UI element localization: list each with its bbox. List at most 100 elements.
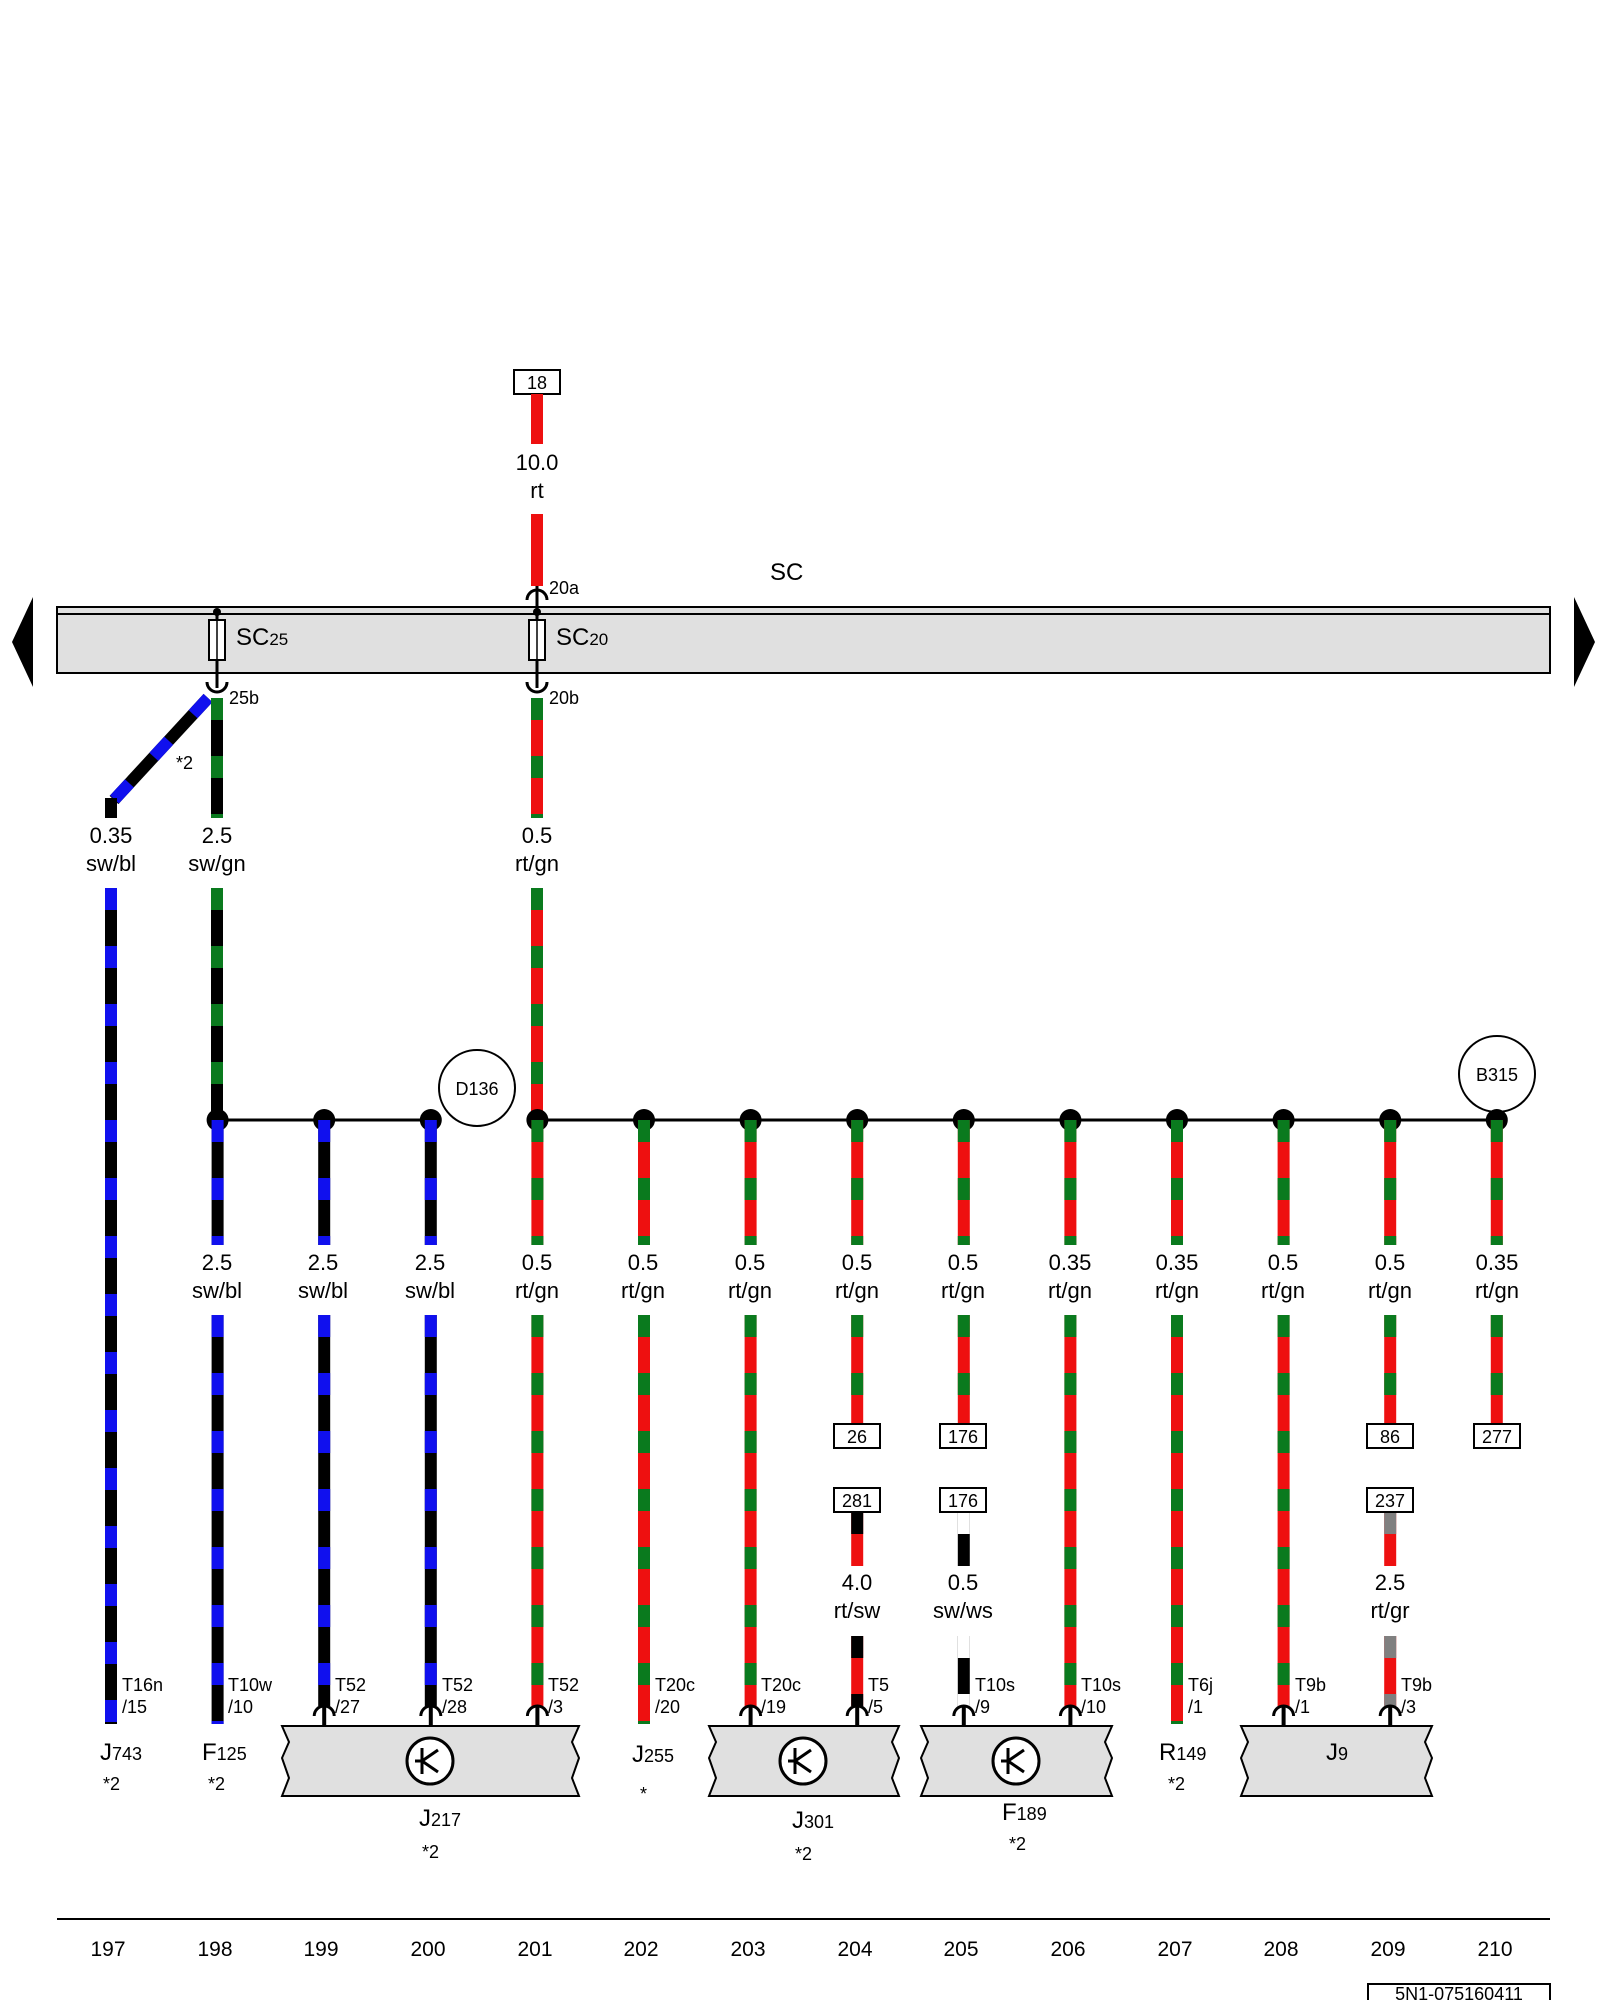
lower-wire-labels: 2.5 sw/bl 2.5 sw/bl 2.5 sw/bl 0.5 rt/gn … bbox=[192, 1250, 1519, 1303]
wire-204-extra-color: rt/sw bbox=[834, 1598, 881, 1623]
track-202: 202 bbox=[623, 1938, 658, 1961]
j217-number: 217 bbox=[431, 1810, 461, 1830]
j301-note: *2 bbox=[795, 1844, 812, 1864]
connector-labels: T16n /15 T10w /10 T52 /27 T52 /28 T52 /3… bbox=[122, 1675, 1432, 1717]
j301-number: 301 bbox=[804, 1812, 834, 1832]
conn-199-pin: /27 bbox=[335, 1697, 360, 1717]
track-209: 209 bbox=[1370, 1938, 1405, 1961]
conn-208-name: T9b bbox=[1295, 1675, 1326, 1695]
svg-text:SC25: SC25 bbox=[236, 624, 288, 651]
wire-197-size: 0.35 bbox=[90, 823, 133, 848]
wire-208-size: 0.5 bbox=[1268, 1250, 1299, 1275]
wire-203-color: rt/gn bbox=[728, 1278, 772, 1303]
wire-205-extra-color: sw/ws bbox=[933, 1598, 993, 1623]
wire-198-size: 2.5 bbox=[202, 1250, 233, 1275]
ref-237-label: 237 bbox=[1375, 1491, 1405, 1511]
f189-number: 189 bbox=[1017, 1804, 1047, 1824]
wire-198-upper-size: 2.5 bbox=[202, 823, 233, 848]
f125-note: *2 bbox=[208, 1774, 225, 1794]
svg-text:J9: J9 bbox=[1326, 1739, 1348, 1766]
wire-203-size: 0.5 bbox=[735, 1250, 766, 1275]
wire-197-note: *2 bbox=[176, 753, 193, 773]
track-206: 206 bbox=[1050, 1938, 1085, 1961]
j217-name: J bbox=[419, 1805, 431, 1832]
ref-box-237 bbox=[1366, 1487, 1414, 1513]
conn-202-pin: /20 bbox=[655, 1697, 680, 1717]
conn-208-pin: /1 bbox=[1295, 1697, 1310, 1717]
track-198: 198 bbox=[197, 1938, 232, 1961]
fuse-carrier-sc: SC bbox=[12, 559, 1595, 687]
conn-206-pin: /10 bbox=[1081, 1697, 1106, 1717]
track-208: 208 bbox=[1263, 1938, 1298, 1961]
conn-197-name: T16n bbox=[122, 1675, 163, 1695]
j743-name: J bbox=[100, 1739, 112, 1766]
ref-box-26 bbox=[833, 1423, 881, 1449]
control-unit-icon bbox=[405, 1736, 455, 1786]
splice-b315-label: B315 bbox=[1476, 1065, 1518, 1085]
svg-text:F189: F189 bbox=[1002, 1799, 1047, 1826]
wire-209-color: rt/gn bbox=[1368, 1278, 1412, 1303]
conn-203-name: T20c bbox=[761, 1675, 801, 1695]
wire-205-size: 0.5 bbox=[948, 1250, 979, 1275]
conn-205-name: T10s bbox=[975, 1675, 1015, 1695]
ref-86-label: 86 bbox=[1380, 1427, 1400, 1447]
fuse-sc25-name: SC bbox=[236, 624, 269, 651]
wire-198-upper-color: sw/gn bbox=[188, 851, 245, 876]
svg-text:J217: J217 bbox=[419, 1805, 461, 1832]
wire-209-extra-color: rt/gr bbox=[1370, 1598, 1409, 1623]
conn-205-pin: /9 bbox=[975, 1697, 990, 1717]
track-204: 204 bbox=[837, 1938, 872, 1961]
conn-204-pin: /5 bbox=[868, 1697, 883, 1717]
conn-203-pin: /19 bbox=[761, 1697, 786, 1717]
fuse-sc25-number: 25 bbox=[269, 630, 288, 649]
r149-name: R bbox=[1159, 1739, 1176, 1766]
track-201: 201 bbox=[517, 1938, 552, 1961]
reference-boxes: 26 176 86 277 281 176 237 bbox=[833, 1423, 1521, 1513]
conn-204-name: T5 bbox=[868, 1675, 889, 1695]
pin-25b: 25b bbox=[205, 681, 259, 708]
track-210: 210 bbox=[1477, 1938, 1512, 1961]
f125-number: 125 bbox=[217, 1744, 247, 1764]
f189-note: *2 bbox=[1009, 1834, 1026, 1854]
lower-wires bbox=[206, 1109, 1508, 1724]
svg-text:R149: R149 bbox=[1159, 1739, 1206, 1766]
wire-202-size: 0.5 bbox=[628, 1250, 659, 1275]
pin-25b-label: 25b bbox=[229, 688, 259, 708]
conn-198-pin: /10 bbox=[228, 1697, 253, 1717]
svg-text:J301: J301 bbox=[792, 1807, 834, 1834]
track-197: 197 bbox=[90, 1938, 125, 1961]
r149-note: *2 bbox=[1168, 1774, 1185, 1794]
pin-20b-label: 20b bbox=[549, 688, 579, 708]
wire-202-color: rt/gn bbox=[621, 1278, 665, 1303]
pin-20a-label: 20a bbox=[549, 578, 580, 598]
wire-204-size: 0.5 bbox=[842, 1250, 873, 1275]
j217-note: *2 bbox=[422, 1842, 439, 1862]
j9-name: J bbox=[1326, 1739, 1338, 1766]
wire-201-size: 0.5 bbox=[522, 1250, 553, 1275]
upper-wires bbox=[105, 693, 543, 1724]
svg-text:J255: J255 bbox=[632, 1741, 674, 1768]
wire-208-color: rt/gn bbox=[1261, 1278, 1305, 1303]
ref-281-label: 281 bbox=[842, 1491, 872, 1511]
conn-206-name: T10s bbox=[1081, 1675, 1121, 1695]
wire-207-size: 0.35 bbox=[1156, 1250, 1199, 1275]
pin-20b: 20b bbox=[525, 681, 579, 708]
feed-wire-color: rt bbox=[530, 478, 543, 503]
current-track-numbers: 197 198 199 200 201 202 203 204 205 206 … bbox=[90, 1938, 1512, 1961]
wire-199-size: 2.5 bbox=[308, 1250, 339, 1275]
wire-197-color: sw/bl bbox=[86, 851, 136, 876]
wire-204-color: rt/gn bbox=[835, 1278, 879, 1303]
document-id: 5N1-075160411 bbox=[1367, 1983, 1551, 2000]
conn-200-name: T52 bbox=[442, 1675, 473, 1695]
wire-205-color: rt/gn bbox=[941, 1278, 985, 1303]
svg-text:J743: J743 bbox=[100, 1739, 142, 1766]
wire-200-color: sw/bl bbox=[405, 1278, 455, 1303]
wire-204-extra-size: 4.0 bbox=[842, 1570, 873, 1595]
control-unit-icon bbox=[778, 1736, 828, 1786]
j743-note: *2 bbox=[103, 1774, 120, 1794]
f125-name: F bbox=[202, 1739, 217, 1766]
track-205: 205 bbox=[943, 1938, 978, 1961]
fuse-carrier-label: SC bbox=[770, 559, 803, 586]
f189-name: F bbox=[1002, 1799, 1017, 1826]
